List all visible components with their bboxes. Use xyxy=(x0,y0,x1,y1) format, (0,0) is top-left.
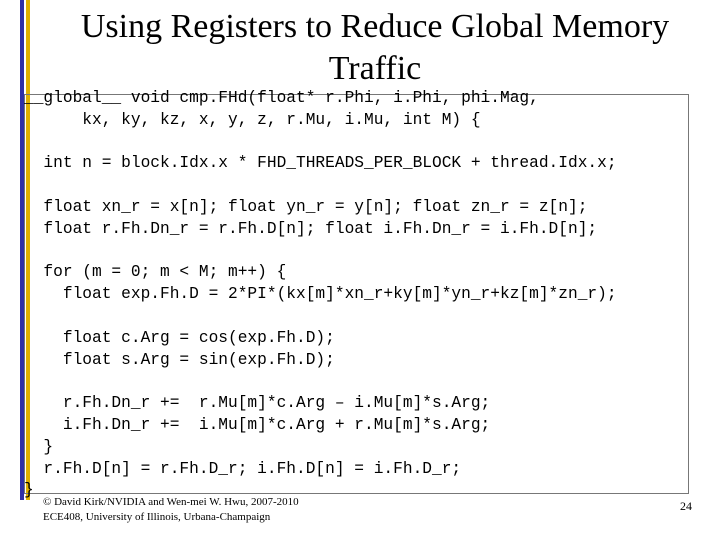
code-listing: __global__ void cmp.FHd(float* r.Phi, i.… xyxy=(24,89,617,500)
accent-bar-blue xyxy=(20,0,24,500)
accent-bar-gold xyxy=(26,0,30,500)
footer-copyright: © David Kirk/NVIDIA and Wen-mei W. Hwu, … xyxy=(43,496,299,508)
code-frame xyxy=(24,94,689,494)
page-number: 24 xyxy=(680,499,692,513)
footer: © David Kirk/NVIDIA and Wen-mei W. Hwu, … xyxy=(43,495,299,525)
footer-course: ECE408, University of Illinois, Urbana-C… xyxy=(43,511,271,523)
slide-title: Using Registers to Reduce Global Memory … xyxy=(80,8,670,87)
